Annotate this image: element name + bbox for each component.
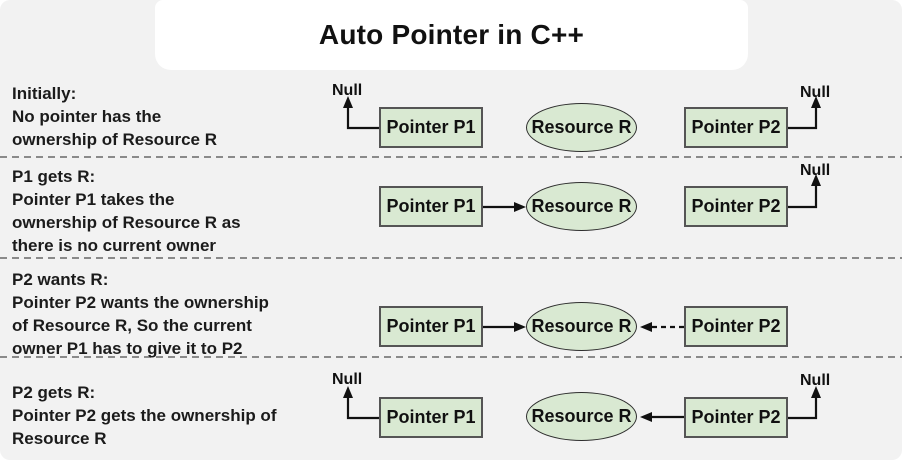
row2-resource-node: Resource R xyxy=(526,182,637,231)
row4-p2-null-arrow xyxy=(788,386,821,420)
row2-pointer-p2-node: Pointer P2 xyxy=(684,186,788,227)
row1-line: No pointer has the xyxy=(12,107,162,126)
row3-pointer-p2-node: Pointer P2 xyxy=(684,306,788,347)
row3-line: P2 wants R: xyxy=(12,270,109,289)
row4-p1-null-arrow xyxy=(343,386,379,420)
row2-line: Pointer P1 takes the xyxy=(12,190,175,209)
row3-line: Pointer P2 wants the ownership xyxy=(12,293,269,312)
row2-description: P1 gets R: Pointer P1 takes the ownershi… xyxy=(12,165,241,257)
page-title: Auto Pointer in C++ xyxy=(318,19,585,50)
row1-p2-null-arrow xyxy=(788,96,821,130)
row1-null-label-right: Null xyxy=(800,84,831,101)
row2-line: ownership of Resource R as xyxy=(12,213,241,232)
row3-resource-node: Resource R xyxy=(526,302,637,351)
title-panel: Auto Pointer in C++ xyxy=(155,0,748,70)
row4-description: P2 gets R: Pointer P2 gets the ownership… xyxy=(12,381,276,450)
row1-line: Initially: xyxy=(12,84,77,103)
row4-pointer-p2-node: Pointer P2 xyxy=(684,397,788,438)
row4-line: P2 gets R: xyxy=(12,383,96,402)
row1-line: ownership of Resource R xyxy=(12,130,217,149)
row3-pointer-p1-node: Pointer P1 xyxy=(379,306,483,347)
row1-null-label-left: Null xyxy=(332,82,363,99)
row4-null-label-right: Null xyxy=(800,372,831,389)
row2-p2-null-arrow xyxy=(788,174,821,209)
row2-line: there is no current owner xyxy=(12,236,217,255)
row4-null-label-left: Null xyxy=(332,371,363,388)
row1-p1-null-arrow xyxy=(343,96,379,130)
row3-line: owner P1 has to give it to P2 xyxy=(12,339,243,358)
row3-line: of Resource R, So the current xyxy=(12,316,252,335)
row2-pointer-p1-node: Pointer P1 xyxy=(379,186,483,227)
row1-resource-node: Resource R xyxy=(526,103,637,152)
row4-resource-node: Resource R xyxy=(526,392,637,441)
row3-description: P2 wants R: Pointer P2 wants the ownersh… xyxy=(12,268,269,360)
row4-pointer-p1-node: Pointer P1 xyxy=(379,397,483,438)
row1-description: Initially: No pointer has the ownership … xyxy=(12,82,217,151)
row1-pointer-p2-node: Pointer P2 xyxy=(684,107,788,148)
row1-pointer-p1-node: Pointer P1 xyxy=(379,107,483,148)
row2-null-label-right: Null xyxy=(800,162,831,179)
row2-line: P1 gets R: xyxy=(12,167,96,186)
row4-line: Resource R xyxy=(12,429,107,448)
row4-line: Pointer P2 gets the ownership of xyxy=(12,406,277,425)
